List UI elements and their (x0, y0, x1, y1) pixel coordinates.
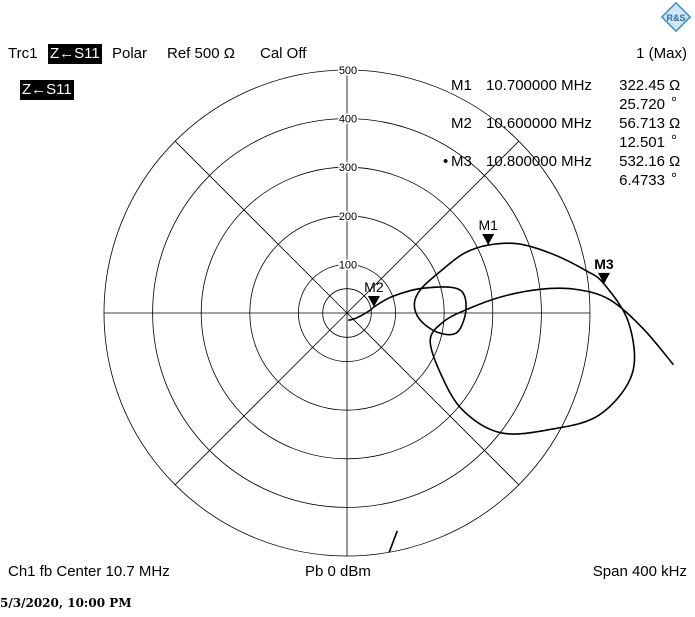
rohde-schwarz-logo-icon: R&S (661, 2, 691, 32)
radial-tick-labels: 100 200 300 400 500 (337, 64, 358, 273)
marker-name: M1 (451, 77, 472, 94)
trace-curves (348, 242, 675, 553)
radial-tick-label: 200 (339, 211, 357, 223)
calibration-status[interactable]: Cal Off (260, 45, 307, 62)
marker-phase: 12.501 (619, 134, 665, 151)
marker-frequency: 10.700000 MHz (486, 77, 592, 94)
marker-magnitude: 322.45 (619, 77, 665, 94)
radial-tick-label: 300 (339, 162, 357, 174)
trace-curve-0 (348, 242, 675, 435)
marker-name: M3 (451, 153, 472, 170)
marker-phase-unit: ° (671, 132, 677, 149)
marker-phase-unit: ° (671, 94, 677, 111)
marker-m3-triangle (597, 272, 610, 284)
polar-grid (103, 69, 591, 557)
active-marker-dot: • (443, 153, 449, 170)
trace-parameter[interactable]: Z←S11 (48, 44, 102, 64)
marker-magnitude: 56.713 (619, 115, 665, 132)
timestamp: 5/3/2020, 10:00 PM (0, 596, 132, 610)
marker-magnitude-unit: Ω (669, 153, 681, 170)
marker-phase: 6.4733 (619, 172, 665, 189)
frequency-span[interactable]: Span 400 kHz (592, 563, 687, 580)
marker-magnitude-unit: Ω (669, 115, 681, 132)
svg-text:R&S: R&S (666, 13, 685, 23)
trace-format[interactable]: Polar (112, 45, 148, 62)
trace-name[interactable]: Trc1 (8, 45, 38, 62)
channel-center[interactable]: Ch1 fb Center 10.7 MHz (8, 563, 170, 580)
grid-spoke-315 (346, 312, 520, 486)
marker-phase: 25.720 (619, 96, 665, 113)
grid-spoke-225 (174, 312, 348, 486)
marker-phase-unit: ° (671, 170, 677, 187)
scale-info: 1 (Max) (636, 45, 687, 62)
radial-tick-label: 500 (339, 65, 357, 77)
marker-m2-label: M2 (364, 279, 384, 295)
marker-frequency: 10.800000 MHz (486, 153, 592, 170)
marker-magnitude-unit: Ω (669, 77, 681, 94)
marker-m2-triangle (367, 296, 380, 308)
marker-magnitude: 532.16 (619, 153, 665, 170)
marker-m1-label: M1 (478, 217, 498, 233)
trace-curve-1 (388, 530, 399, 553)
grid-spoke-135 (174, 140, 348, 314)
reference-value[interactable]: Ref 500 Ω (167, 45, 235, 62)
marker-frequency: 10.600000 MHz (486, 115, 592, 132)
marker-name: M2 (451, 115, 472, 132)
power-level[interactable]: Pb 0 dBm (305, 563, 371, 580)
grid-spoke-45 (346, 140, 520, 314)
marker-m3-label: M3 (594, 256, 614, 272)
marker-m1-triangle (482, 233, 495, 245)
radial-tick-label: 100 (339, 259, 357, 271)
trace-label: Z←S11 (20, 80, 74, 100)
radial-tick-label: 400 (339, 114, 357, 126)
